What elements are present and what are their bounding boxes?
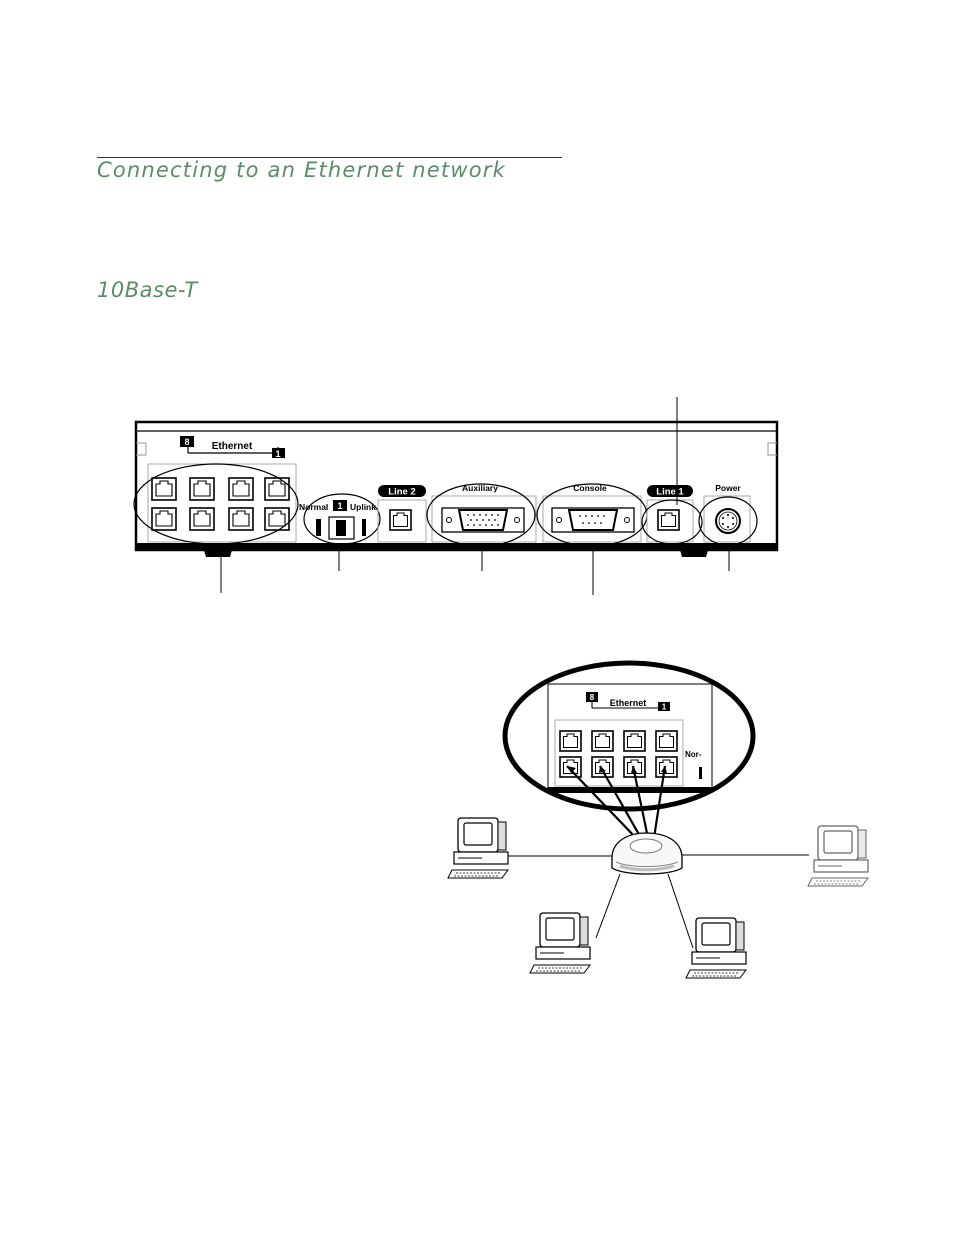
- normal-label: Normal: [299, 502, 328, 512]
- ethernet-port: [151, 477, 177, 501]
- switch-port-number: 1: [337, 501, 342, 511]
- inset-normal-label: Nor-: [685, 750, 702, 759]
- auxiliary-port: Auxiliary: [426, 483, 537, 547]
- uplink-label: Uplink: [350, 502, 376, 512]
- ethernet-port: [151, 507, 177, 531]
- line1-port: Line 1: [641, 485, 703, 545]
- hub-cables: [566, 765, 667, 839]
- console-label: Console: [573, 483, 607, 493]
- ethernet-label: Ethernet: [212, 441, 253, 452]
- computer-bottom-right: [685, 917, 747, 979]
- inset-port-high-number: 8: [590, 693, 595, 702]
- computer-right: [807, 825, 869, 887]
- ethernet-port: [189, 507, 215, 531]
- leader-lines: [220, 397, 730, 595]
- power-label: Power: [715, 483, 741, 493]
- uplink-switch: Normal 1 Uplink: [299, 493, 381, 545]
- page-title: Connecting to an Ethernet network: [97, 158, 506, 182]
- auxiliary-label: Auxiliary: [462, 483, 498, 493]
- inset-port-low-number: 1: [662, 703, 667, 712]
- ethernet-hub: [611, 832, 683, 875]
- ethernet-callout-ellipse: [133, 463, 299, 545]
- ethernet-port: [228, 477, 254, 501]
- console-port: Console: [536, 483, 648, 547]
- port-high-number: 8: [184, 437, 189, 447]
- line1-label: Line 1: [656, 487, 684, 498]
- line2-port: Line 2: [377, 485, 427, 543]
- power-port: Power: [698, 483, 758, 546]
- port-low-number: 1: [275, 449, 280, 459]
- ethernet-port: [264, 507, 290, 531]
- network-links: [508, 854, 809, 949]
- ethernet-header: 8 1 Ethernet: [180, 436, 285, 459]
- cable-arrowheads: [567, 766, 667, 773]
- computer-bottom-left: [529, 912, 591, 974]
- line2-label: Line 2: [388, 487, 415, 498]
- heading-rule: [97, 157, 562, 158]
- inset-zoom: 8 1 Ethernet Nor-: [502, 660, 756, 812]
- inset-ethernet-label: Ethernet: [610, 698, 647, 708]
- ethernet-port: [189, 477, 215, 501]
- section-title: 10Base-T: [97, 278, 198, 302]
- computer-left: [447, 817, 509, 879]
- ethernet-port: [264, 477, 290, 501]
- ethernet-port: [228, 507, 254, 531]
